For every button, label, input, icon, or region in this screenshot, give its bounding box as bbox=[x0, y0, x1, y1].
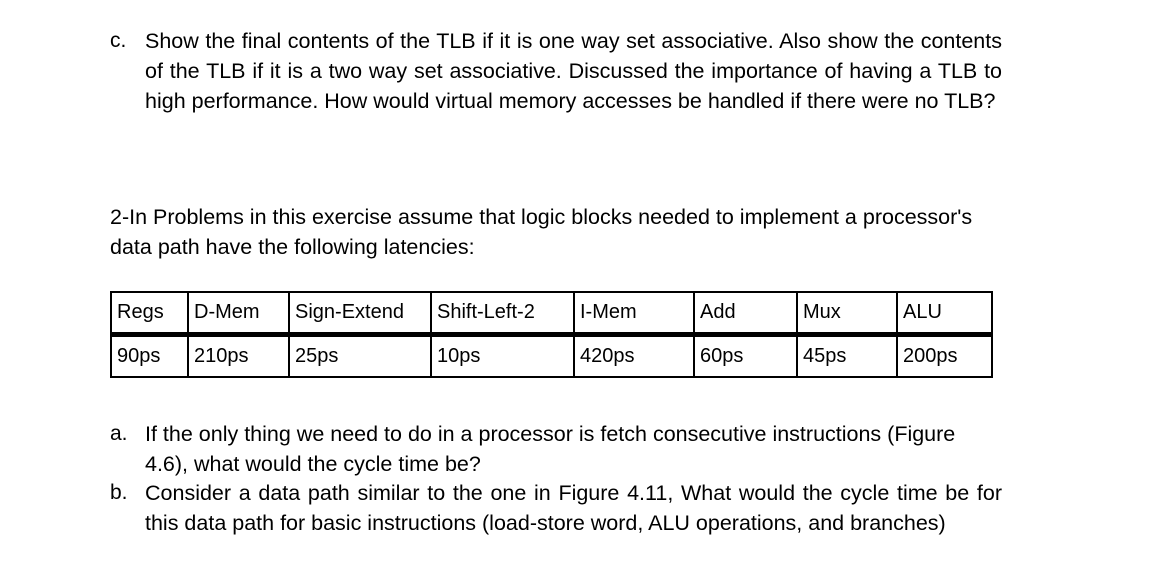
question-item-b: b. Consider a data path similar to the o… bbox=[110, 478, 1002, 538]
list-marker-a: a. bbox=[110, 422, 128, 445]
table-row: 90ps 210ps 25ps 10ps 420ps 60ps 45ps 200… bbox=[110, 334, 993, 377]
table-header-cell: ALU bbox=[896, 292, 993, 337]
table-header-cell: D-Mem bbox=[187, 292, 290, 337]
table-value-cell: 60ps bbox=[693, 334, 798, 377]
table-value-cell: 10ps bbox=[430, 334, 575, 377]
question-a-text: If the only thing we need to do in a pro… bbox=[145, 422, 956, 476]
intro-paragraph: 2-In Problems in this exercise assume th… bbox=[110, 205, 973, 259]
list-marker-c: c. bbox=[110, 29, 127, 52]
question-c-text: Show the final contents of the TLB if it… bbox=[145, 29, 1002, 113]
table-header-cell: Sign-Extend bbox=[288, 292, 432, 337]
table-header-cell: Shift-Left-2 bbox=[430, 292, 575, 337]
table-header-cell: Regs bbox=[110, 292, 189, 337]
table-header-cell: Mux bbox=[796, 292, 898, 337]
table-value-cell: 45ps bbox=[796, 334, 898, 377]
table-header-row: Regs D-Mem Sign-Extend Shift-Left-2 I-Me… bbox=[110, 292, 993, 337]
table-value-cell: 90ps bbox=[110, 334, 189, 377]
table-value-cell: 210ps bbox=[187, 334, 290, 377]
list-marker-b: b. bbox=[110, 481, 128, 504]
question-item-a: a. If the only thing we need to do in a … bbox=[110, 419, 1002, 479]
question-item-c: c. Show the final contents of the TLB if… bbox=[110, 26, 1002, 116]
table-value-cell: 420ps bbox=[573, 334, 695, 377]
table-header-cell: Add bbox=[693, 292, 798, 337]
table-value-cell: 200ps bbox=[896, 334, 993, 377]
latency-table: Regs D-Mem Sign-Extend Shift-Left-2 I-Me… bbox=[110, 291, 993, 378]
question-b-text: Consider a data path similar to the one … bbox=[145, 481, 1002, 535]
table-value-cell: 25ps bbox=[288, 334, 432, 377]
table-header-cell: I-Mem bbox=[573, 292, 695, 337]
